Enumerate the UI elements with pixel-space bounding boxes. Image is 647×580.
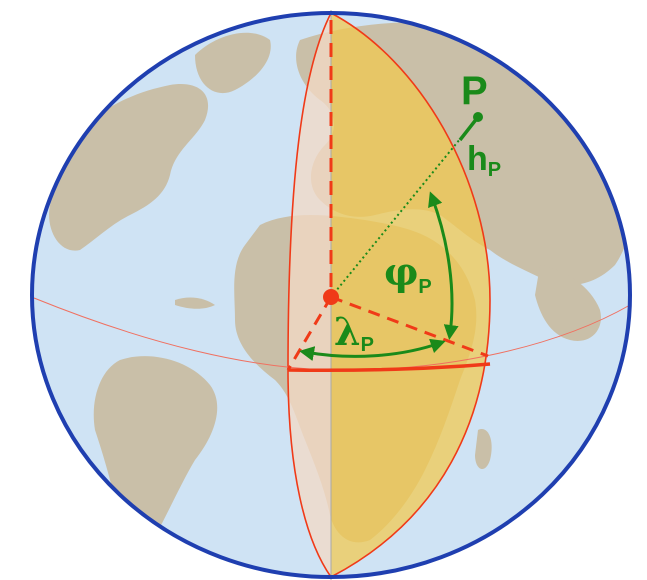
longitude-label-subscript: P (361, 334, 374, 356)
latitude-label-main: φ (384, 249, 418, 294)
longitude-label: λP (334, 309, 374, 356)
radius-to-p-meridian (330, 295, 489, 358)
height-label: hP (467, 140, 501, 181)
height-label-main: h (467, 140, 488, 178)
longitude-label-main: λ (334, 309, 361, 354)
globe-outline (30, 11, 632, 579)
arabia-india-landmass (535, 265, 601, 341)
height-label-subscript: P (488, 159, 501, 181)
caribbean-landmass (175, 297, 215, 309)
meridian-plane-front-half (331, 13, 490, 577)
center-to-p-dotted-line (330, 116, 479, 298)
latitude-arc (428, 191, 459, 340)
meridian-plane-back-half (288, 13, 331, 577)
latitude-label: φP (384, 249, 432, 298)
greenland-landmass (195, 32, 271, 94)
equator-longitude-segment (287, 362, 491, 372)
latitude-label-subscript: P (418, 276, 431, 298)
earth-center-point (323, 289, 339, 305)
meridian-outline (287, 11, 491, 579)
point-p-label: P (461, 69, 488, 113)
longitude-arc (299, 338, 446, 361)
point-p-marker (473, 112, 483, 122)
madagascar-landmass (475, 429, 492, 470)
radius-to-origin-meridian (286, 296, 333, 371)
